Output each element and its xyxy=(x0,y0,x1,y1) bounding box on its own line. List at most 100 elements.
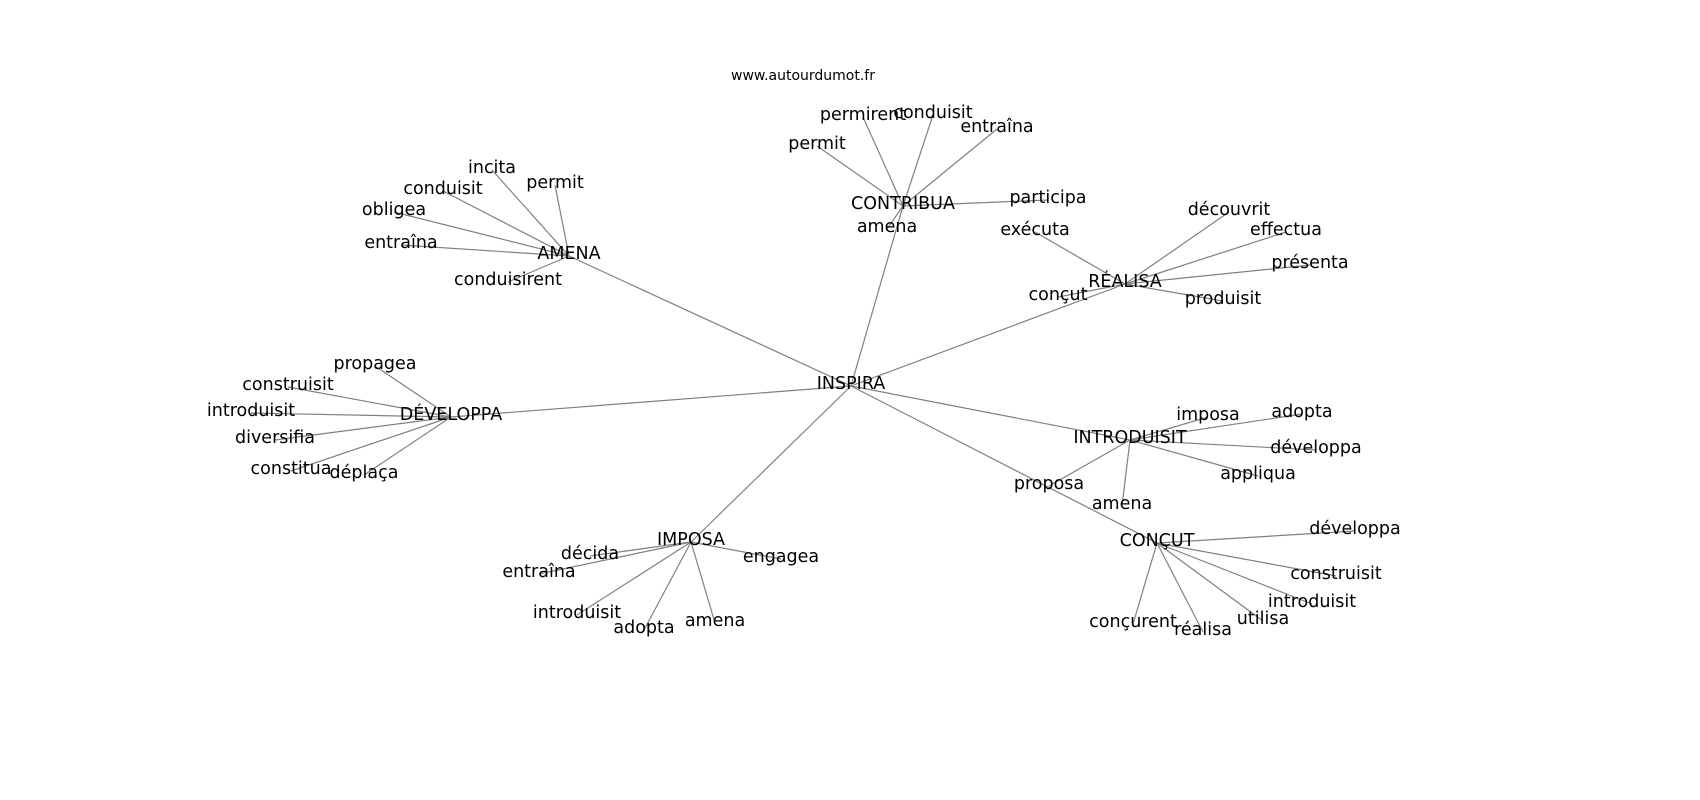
edge-amena-0 xyxy=(491,169,570,257)
node-label-concut-introduisit[interactable]: introduisit xyxy=(1268,592,1356,612)
node-label-introduisit-adopta[interactable]: adopta xyxy=(1271,402,1332,422)
edge-realisa-4 xyxy=(1124,283,1224,302)
edge-inspira-contribua xyxy=(850,205,904,387)
edge-realisa-3 xyxy=(1124,264,1311,285)
edge-developpa-2 xyxy=(250,412,452,418)
node-label-developpa-constitua[interactable]: constitua xyxy=(251,459,332,479)
edge-imposa-4 xyxy=(643,541,692,631)
node-label-imposa-decida[interactable]: décida xyxy=(561,544,619,564)
node-label-concut-realisa[interactable]: réalisa xyxy=(1174,620,1232,640)
edge-realisa-0 xyxy=(1034,231,1126,285)
node-label-realisa-presenta[interactable]: présenta xyxy=(1271,253,1348,273)
node-label-amena-obligea[interactable]: obligea xyxy=(362,200,426,220)
node-label-developpa-propagea[interactable]: propagea xyxy=(333,354,416,374)
edge-inspira-realisa xyxy=(850,283,1126,387)
node-label-contribua-conduisit[interactable]: conduisit xyxy=(893,103,972,123)
node-label-contribua-permit[interactable]: permit xyxy=(788,134,846,154)
node-label-imposa-engagea[interactable]: engagea xyxy=(743,547,819,567)
edge-developpa-0 xyxy=(374,365,452,418)
node-label-contribua-participa[interactable]: participa xyxy=(1009,188,1086,208)
center-label-inspira[interactable]: INSPIRA xyxy=(817,374,886,394)
node-label-imposa-amena[interactable]: amena xyxy=(685,611,745,631)
edge-concut-0 xyxy=(1156,530,1356,544)
edge-imposa-3 xyxy=(576,541,692,616)
edge-developpa-5 xyxy=(363,416,452,476)
node-label-realisa-effectua[interactable]: effectua xyxy=(1250,220,1322,240)
node-label-developpa-diversifia[interactable]: diversifia xyxy=(235,428,315,448)
node-label-amena-permit[interactable]: permit xyxy=(526,173,584,193)
hub-label-concut[interactable]: CONÇUT xyxy=(1120,531,1195,551)
edge-contribua-0 xyxy=(816,145,904,207)
node-label-developpa-construisit[interactable]: construisit xyxy=(242,375,334,395)
node-label-amena-entraina[interactable]: entraîna xyxy=(364,233,437,253)
edge-introduisit-3 xyxy=(1129,439,1259,477)
node-label-realisa-concut[interactable]: conçut xyxy=(1029,285,1088,305)
hub-label-amena[interactable]: AMENA xyxy=(537,244,600,264)
hub-label-realisa[interactable]: RÉALISA xyxy=(1088,270,1162,292)
edge-imposa-0 xyxy=(589,541,692,557)
hub-label-developpa[interactable]: DÉVELOPPA xyxy=(400,403,502,425)
edge-contribua-5 xyxy=(886,205,904,230)
edge-contribua-2 xyxy=(902,114,934,207)
edge-contribua-1 xyxy=(862,116,904,207)
node-label-contribua-entraina[interactable]: entraîna xyxy=(960,117,1033,137)
edge-developpa-4 xyxy=(290,416,452,472)
edge-introduisit-2 xyxy=(1129,439,1317,451)
node-label-introduisit-developpa[interactable]: développa xyxy=(1270,438,1362,458)
edge-introduisit-5 xyxy=(1048,439,1131,487)
edge-imposa-2 xyxy=(690,541,782,560)
edge-developpa-3 xyxy=(274,416,452,441)
edge-realisa-5 xyxy=(1057,283,1126,298)
node-label-developpa-deplaca[interactable]: déplaça xyxy=(330,463,399,483)
node-label-realisa-executa[interactable]: exécuta xyxy=(1000,220,1069,240)
edge-concut-5 xyxy=(1132,542,1158,625)
node-label-amena-conduisirent[interactable]: conduisirent xyxy=(454,270,562,290)
edge-amena-3 xyxy=(393,211,570,257)
edge-inspira-amena xyxy=(568,255,852,387)
edge-concut-4 xyxy=(1156,542,1204,633)
edge-inspira-imposa xyxy=(690,385,852,543)
edge-realisa-2 xyxy=(1124,231,1287,285)
node-label-introduisit-appliqua[interactable]: appliqua xyxy=(1220,464,1296,484)
edge-amena-1 xyxy=(554,184,570,257)
node-label-concut-concurent[interactable]: conçurent xyxy=(1089,612,1177,632)
edge-introduisit-1 xyxy=(1129,413,1303,441)
node-label-realisa-decouvrit[interactable]: découvrit xyxy=(1188,200,1271,220)
node-label-developpa-introduisit[interactable]: introduisit xyxy=(207,401,295,421)
edge-concut-2 xyxy=(1156,542,1313,605)
node-label-imposa-entraina[interactable]: entraîna xyxy=(502,562,575,582)
site-watermark: www.autourdumot.fr xyxy=(731,68,875,84)
node-label-introduisit-proposa[interactable]: proposa xyxy=(1014,474,1084,494)
node-label-realisa-produisit[interactable]: produisit xyxy=(1185,289,1262,309)
node-label-amena-conduisit[interactable]: conduisit xyxy=(403,179,482,199)
node-label-imposa-adopta[interactable]: adopta xyxy=(613,618,674,638)
edge-amena-4 xyxy=(400,244,570,257)
node-label-concut-utilisa[interactable]: utilisa xyxy=(1237,609,1289,629)
edge-contribua-4 xyxy=(902,199,1049,207)
hub-label-imposa[interactable]: IMPOSA xyxy=(657,530,725,550)
edge-inspira-introduisit xyxy=(850,385,1131,441)
node-label-introduisit-amena[interactable]: amena xyxy=(1092,494,1152,514)
edge-imposa-1 xyxy=(538,541,692,575)
edge-realisa-1 xyxy=(1124,211,1230,285)
node-label-concut-construisit[interactable]: construisit xyxy=(1290,564,1382,584)
edge-imposa-5 xyxy=(690,541,716,624)
edge-amena-5 xyxy=(507,255,570,283)
edge-concut-1 xyxy=(1156,542,1337,577)
node-label-contribua-permirent[interactable]: permirent xyxy=(820,105,906,125)
node-label-concut-developpa[interactable]: développa xyxy=(1309,519,1401,539)
node-label-contribua-amena[interactable]: amena xyxy=(857,217,917,237)
edge-concut-3 xyxy=(1156,542,1264,622)
node-label-introduisit-imposa[interactable]: imposa xyxy=(1176,405,1240,425)
hub-label-contribua[interactable]: CONTRIBUA xyxy=(851,194,955,214)
edge-contribua-3 xyxy=(902,128,998,207)
edge-introduisit-4 xyxy=(1121,439,1131,507)
hub-label-introduisit[interactable]: INTRODUISIT xyxy=(1073,428,1187,448)
edge-inspira-developpa xyxy=(450,385,852,418)
node-label-amena-incita[interactable]: incita xyxy=(468,158,516,178)
edge-inspira-concut xyxy=(850,385,1158,544)
edge-introduisit-0 xyxy=(1129,416,1209,441)
node-label-imposa-introduisit[interactable]: introduisit xyxy=(533,603,621,623)
